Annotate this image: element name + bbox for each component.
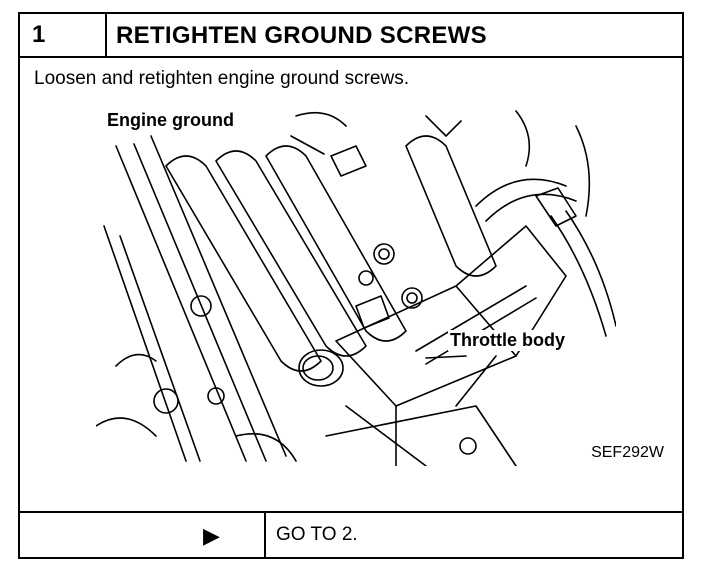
- procedure-step-table: 1 RETIGHTEN GROUND SCREWS Loosen and ret…: [18, 12, 684, 559]
- step-number: 1: [20, 14, 107, 56]
- step-header: 1 RETIGHTEN GROUND SCREWS: [20, 14, 682, 58]
- step-instruction: Loosen and retighten engine ground screw…: [34, 68, 409, 89]
- arrow-cell: ▶: [20, 513, 266, 557]
- triangle-right-icon: ▶: [203, 523, 220, 548]
- figure-id: SEF292W: [591, 444, 664, 461]
- engine-ground-label: Engine ground: [105, 110, 236, 131]
- throttle-body-label: Throttle body: [448, 330, 567, 351]
- engine-bay-illustration: [96, 110, 616, 466]
- goto-link[interactable]: GO TO 2.: [276, 524, 358, 545]
- step-title: RETIGHTEN GROUND SCREWS: [116, 22, 487, 49]
- step-footer: ▶ GO TO 2.: [20, 511, 682, 557]
